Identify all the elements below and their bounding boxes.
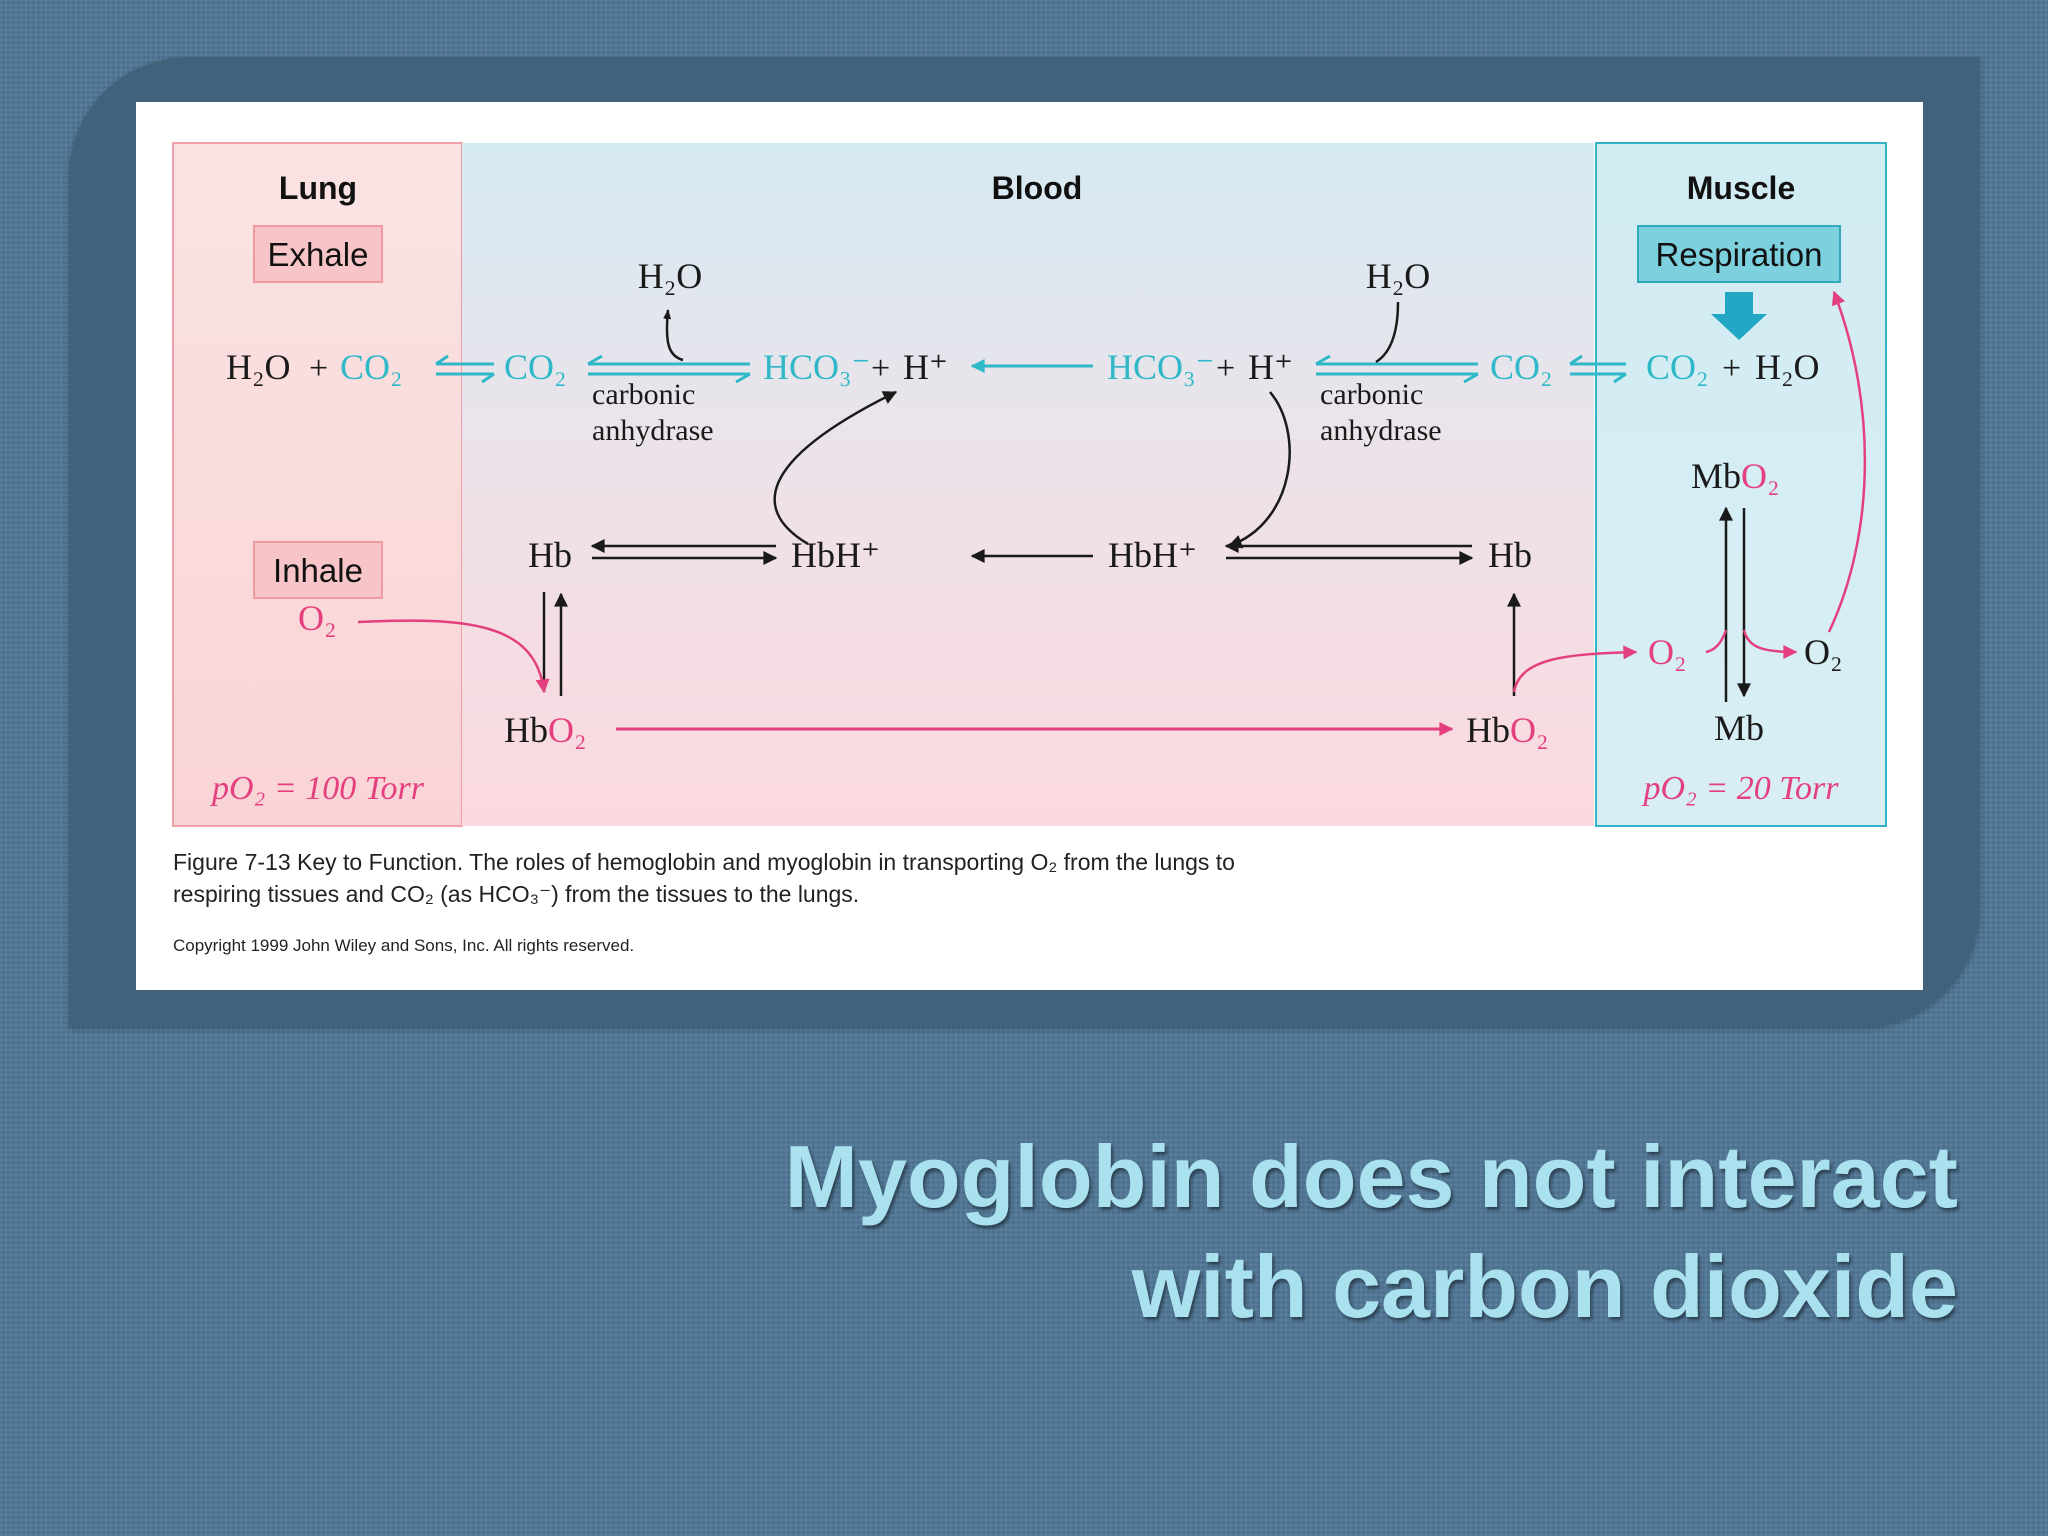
eq-arrow-blood-muscle-top-head: [1569, 354, 1583, 366]
blood-co2-left: CO₂: [504, 347, 567, 387]
mb: Mb: [1714, 708, 1764, 748]
enzyme-left-line1: carbonic: [592, 378, 695, 411]
slide-title-line-2: with carbon dioxide: [1131, 1237, 1958, 1336]
plus-sign: +: [1722, 350, 1741, 387]
blood-hplus-left: H⁺: [903, 347, 948, 387]
blood-hplus-right: H⁺: [1248, 347, 1293, 387]
enzyme-right-line1: carbonic: [1320, 378, 1423, 411]
lung-h2o: H₂O: [226, 347, 291, 387]
muscle-o2-left: O₂: [1648, 632, 1687, 672]
o2-release-arrow: [1512, 645, 1638, 693]
caption-line-2: respiring tissues and CO₂ (as HCO₃⁻) fro…: [173, 881, 860, 907]
hb-muscle: Hb: [1488, 535, 1532, 575]
inhale-label: Inhale: [273, 552, 363, 589]
o2-uptake-arrow: [357, 619, 550, 694]
water-consume-line: [1375, 301, 1400, 364]
o2-to-respiration-arrow: [1827, 290, 1867, 633]
plus-sign: +: [309, 350, 328, 387]
muscle-heading: Muscle: [1687, 170, 1795, 206]
lung-heading: Lung: [279, 170, 357, 206]
lung-co2: CO₂: [340, 347, 403, 387]
ca-eq-left-bottom-head: [735, 372, 751, 384]
muscle-o2-right: O₂: [1804, 632, 1843, 672]
hbo2-lung: HbO₂: [504, 710, 587, 750]
blood-co2-right: CO₂: [1490, 347, 1553, 387]
figure-card: Lung Blood Muscle Exhale Inhale Respirat…: [136, 102, 1923, 990]
plus-sign: +: [1216, 350, 1235, 387]
eq-arrow-blood-muscle-bottom-head: [1613, 372, 1627, 384]
exhale-label: Exhale: [268, 236, 369, 273]
hb-lung: Hb: [528, 535, 572, 575]
ca-eq-right-top-head: [1315, 354, 1331, 366]
blood-hco3-right: HCO₃⁻: [1107, 347, 1215, 387]
transport-diagram: Lung Blood Muscle Exhale Inhale Respirat…: [172, 142, 1887, 827]
blood-heading: Blood: [992, 170, 1083, 206]
blood-hco3-left: HCO₃⁻: [763, 347, 871, 387]
caption-line-1: Figure 7-13 Key to Function. The roles o…: [173, 849, 1235, 875]
lung-po2: pO₂ = 100 Torr: [210, 770, 425, 807]
slide-title: Myoglobin does not interact with carbon …: [658, 1122, 1958, 1342]
plus-sign: +: [871, 350, 890, 387]
inhaled-o2: O₂: [298, 598, 337, 638]
muscle-po2: pO₂ = 20 Torr: [1641, 770, 1839, 807]
muscle-co2: CO₂: [1646, 347, 1709, 387]
hbh-muscle: HbH⁺: [1108, 535, 1197, 575]
blood-region: [462, 143, 1594, 826]
slide-title-line-1: Myoglobin does not interact: [784, 1127, 1958, 1226]
enzyme-right-line2: anhydrase: [1320, 414, 1442, 447]
ca-eq-right-bottom-head: [1463, 372, 1479, 384]
proton-binding-arrow: [1227, 391, 1291, 549]
hbo2-muscle: HbO₂: [1466, 710, 1549, 750]
enzyme-left-line2: anhydrase: [592, 414, 714, 447]
eq-arrow-lung-blood-bottom-head: [481, 372, 495, 384]
inhale-box: [253, 541, 383, 599]
copyright-line: Copyright 1999 John Wiley and Sons, Inc.…: [173, 936, 635, 955]
water-in-right: H₂O: [1366, 256, 1431, 296]
ca-eq-left-top-head: [587, 354, 603, 366]
water-out-left: H₂O: [638, 256, 703, 296]
water-release-arrow: [663, 309, 684, 362]
o2-from-mb-arrow: [1742, 629, 1798, 659]
respiration-label: Respiration: [1656, 236, 1823, 273]
figure-caption: Figure 7-13 Key to Function. The roles o…: [173, 846, 1235, 910]
o2-to-mb-curve: [1705, 629, 1728, 654]
exhale-box: [253, 225, 383, 283]
respiration-down-arrow: [1711, 292, 1767, 340]
muscle-h2o: H₂O: [1755, 347, 1820, 387]
eq-arrow-lung-blood-top-head: [435, 354, 449, 366]
proton-release-arrow: [773, 390, 898, 546]
respiration-box: [1637, 225, 1841, 283]
mbo2: MbO₂: [1691, 456, 1780, 496]
